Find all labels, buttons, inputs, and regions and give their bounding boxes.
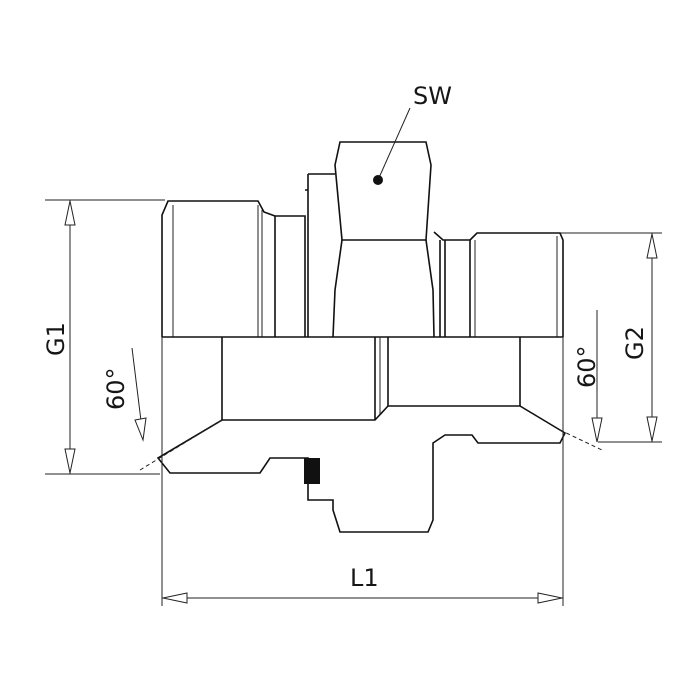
lower-body (161, 336, 563, 458)
l1-dimension (161, 337, 564, 606)
o-ring-seal (304, 458, 320, 484)
sw-label: SW (413, 82, 452, 110)
right-thread-body (433, 231, 564, 337)
left-angle-label: 60° (102, 367, 130, 410)
sw-leader-dot (373, 175, 383, 185)
sw-leader-line (377, 107, 411, 181)
g1-label: G1 (42, 322, 70, 356)
left-angle-dimension (131, 347, 223, 471)
l1-label: L1 (350, 564, 379, 592)
hatched-section (156, 405, 567, 533)
g2-label: G2 (621, 326, 649, 360)
right-angle-dimension (559, 310, 603, 451)
right-angle-label: 60° (573, 345, 601, 388)
g2-dimension (560, 232, 662, 443)
hex-nut (332, 141, 435, 338)
g1-dimension (45, 199, 165, 475)
left-thread-body (161, 173, 335, 337)
